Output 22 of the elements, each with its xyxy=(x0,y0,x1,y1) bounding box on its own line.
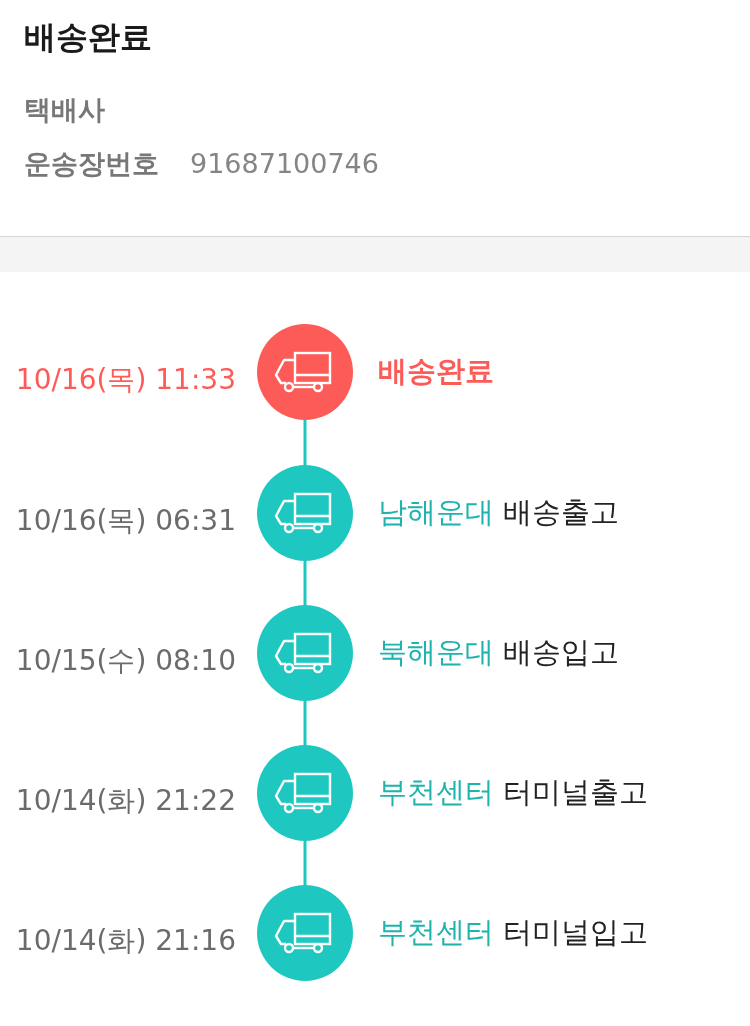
field-label: 운송장번호 xyxy=(24,149,159,179)
place-name: 부천센터 xyxy=(378,777,494,809)
place-name: 남해운대 xyxy=(378,497,494,529)
timestamp: 10/16(목) 06:31 xyxy=(15,505,236,537)
connector-line xyxy=(303,561,307,605)
timestamp: 10/16(목) 11:33 xyxy=(15,364,236,396)
status-text: 터미널입고 xyxy=(503,917,648,949)
connector-line xyxy=(303,701,307,745)
status-text: 터미널출고 xyxy=(503,777,648,809)
place-name: 북해운대 xyxy=(378,637,494,669)
page-title: 배송완료 xyxy=(24,20,152,56)
timestamp: 10/14(화) 21:22 xyxy=(15,785,236,817)
connector-line xyxy=(303,841,307,885)
connector-line xyxy=(303,420,307,465)
tracking-number: 91687100746 xyxy=(190,149,379,179)
timestamp: 10/14(화) 21:16 xyxy=(15,925,236,957)
place-name: 부천센터 xyxy=(378,917,494,949)
status-text: 배송입고 xyxy=(503,637,619,669)
field-label: 택배사 xyxy=(24,95,105,125)
timestamp: 10/15(수) 08:10 xyxy=(15,645,236,677)
status-text: 배송출고 xyxy=(503,497,619,529)
status-text: 배송완료 xyxy=(378,356,494,388)
